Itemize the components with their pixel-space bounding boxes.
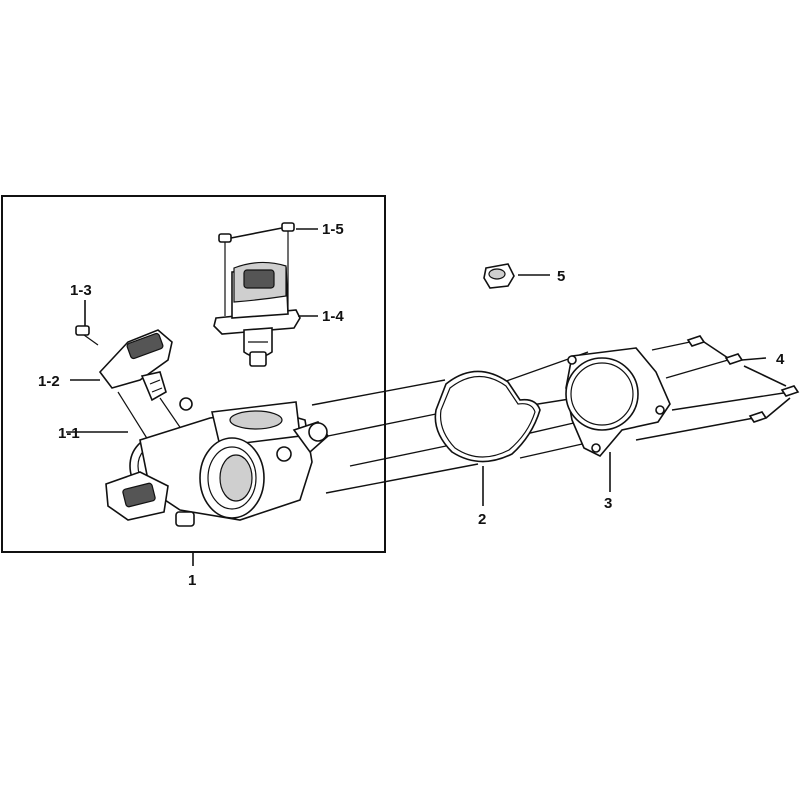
- screw-1-5: [218, 222, 318, 252]
- callout-3: 3: [604, 495, 612, 512]
- callout-1-1: 1-1: [58, 425, 80, 442]
- callout-1-5: 1-5: [322, 221, 344, 238]
- callout-1-2: 1-2: [38, 373, 60, 390]
- clip-nut: [483, 263, 550, 289]
- alignment-lines: [311, 341, 791, 494]
- callout-1-3: 1-3: [70, 282, 92, 299]
- callout-1: 1: [188, 572, 196, 589]
- callout-5: 5: [557, 268, 565, 285]
- callout-2: 2: [478, 511, 486, 528]
- callout-1-4: 1-4: [322, 308, 344, 325]
- gasket-o-ring: [434, 370, 541, 506]
- throttle-position-sensor: [70, 329, 187, 441]
- flange-bolts: [686, 335, 800, 423]
- screw-1-3: [75, 300, 99, 346]
- flange-gasket: [565, 347, 671, 492]
- throttle-body: [66, 397, 330, 527]
- callout-4: 4: [776, 351, 785, 368]
- idle-air-control-valve: [213, 240, 318, 367]
